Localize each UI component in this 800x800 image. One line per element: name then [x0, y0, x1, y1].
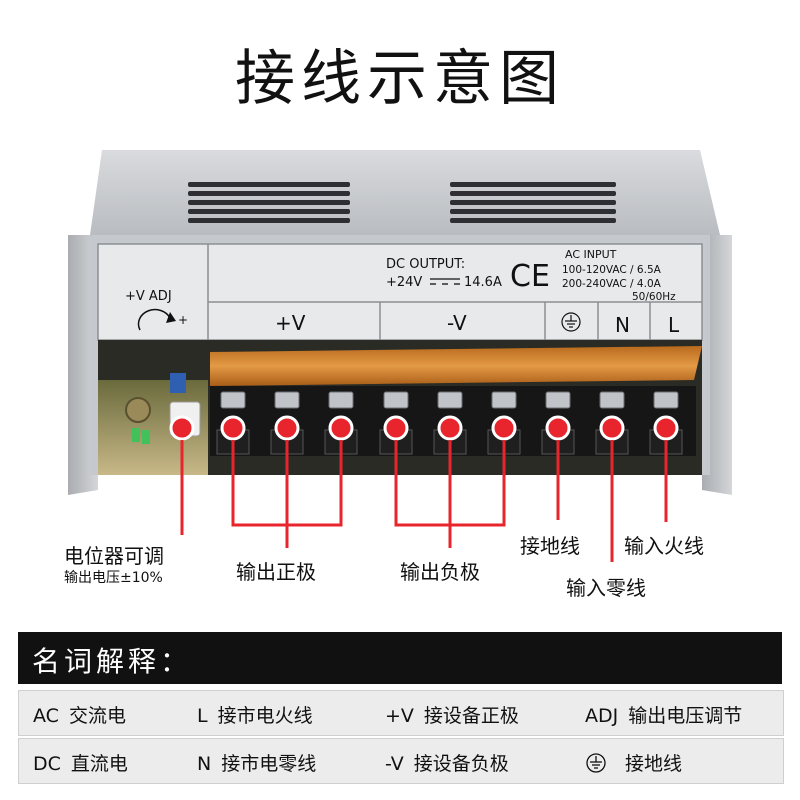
callout-ground: 接地线 — [520, 534, 580, 558]
legend-key: L — [197, 705, 208, 727]
callout-neutral: 输入零线 — [566, 576, 646, 600]
terminal-dot — [328, 415, 354, 441]
terminal-label-l: L — [668, 313, 680, 337]
legend-item: 接地线 — [585, 749, 682, 776]
callout-output-positive: 输出正极 — [236, 560, 316, 584]
legend-item: L 接市电火线 — [197, 701, 313, 728]
ac-spec-1: 100-120VAC / 6.5A — [562, 264, 662, 276]
terminal-label-pos: +V — [275, 311, 306, 335]
dc-output-label: DC OUTPUT: — [386, 257, 465, 272]
legend-title: 名词解释： — [32, 645, 193, 678]
terminal-dot — [437, 415, 463, 441]
legend-item: DC 直流电 — [33, 749, 128, 776]
legend-header: 名词解释： — [18, 632, 782, 684]
legend-value: 接市电零线 — [221, 753, 317, 775]
legend-item: ADJ 输出电压调节 — [585, 701, 742, 728]
terminal-dot — [274, 415, 300, 441]
callout-potentiometer-sub: 输出电压±10% — [64, 570, 163, 586]
legend-key: DC — [33, 753, 61, 775]
page-title: 接线示意图 — [235, 44, 565, 114]
pot-dot — [169, 415, 195, 441]
adj-label: +V ADJ — [125, 289, 172, 304]
legend-value: 接设备负极 — [413, 753, 509, 775]
legend-key: AC — [33, 705, 59, 727]
terminal-label-neg: -V — [447, 311, 467, 335]
terminal-dot — [545, 415, 571, 441]
terminal-dot — [383, 415, 409, 441]
legend-value: 交流电 — [68, 705, 126, 727]
legend-item: -V 接设备负极 — [385, 749, 509, 776]
callout-potentiometer: 电位器可调 — [64, 544, 164, 568]
ground-icon — [561, 312, 581, 332]
legend-key: +V — [385, 705, 414, 727]
ce-mark: CE — [510, 259, 550, 294]
callout-live: 输入火线 — [624, 534, 704, 558]
callout-output-negative: 输出负极 — [400, 560, 480, 584]
terminal-dot — [599, 415, 625, 441]
legend-item: AC 交流电 — [33, 701, 126, 728]
ac-spec-3: 50/60Hz — [632, 291, 676, 303]
legend-key: ADJ — [585, 705, 619, 727]
legend-value: 接设备正极 — [423, 705, 519, 727]
legend-row: AC 交流电 L 接市电火线 +V 接设备正极 ADJ 输出电压调节 — [18, 690, 784, 736]
legend-value: 接市电火线 — [217, 705, 313, 727]
legend-value: 输出电压调节 — [628, 705, 743, 727]
terminal-dot — [653, 415, 679, 441]
dc-current: 14.6A — [464, 275, 502, 290]
legend-item: N 接市电零线 — [197, 749, 316, 776]
legend-row: DC 直流电 N 接市电零线 -V 接设备负极 接地线 — [18, 738, 784, 784]
ground-icon — [586, 753, 606, 773]
legend-item: +V 接设备正极 — [385, 701, 519, 728]
legend-key: -V — [385, 753, 404, 775]
dc-voltage: +24V — [386, 275, 422, 290]
power-supply-illustration: +V ADJ + DC OUTPUT: +24V 14.6A CE AC INP… — [68, 150, 732, 495]
legend-key: N — [197, 753, 212, 775]
legend-value: 接地线 — [625, 753, 683, 775]
terminal-dot — [491, 415, 517, 441]
adj-plus: + — [178, 313, 188, 327]
ac-input-label: AC INPUT — [565, 248, 617, 261]
terminal-dot — [220, 415, 246, 441]
terminal-label-n: N — [615, 313, 630, 337]
ac-spec-2: 200-240VAC / 4.0A — [562, 278, 662, 290]
legend-value: 直流电 — [70, 753, 128, 775]
dc-symbol-icon — [430, 278, 460, 285]
